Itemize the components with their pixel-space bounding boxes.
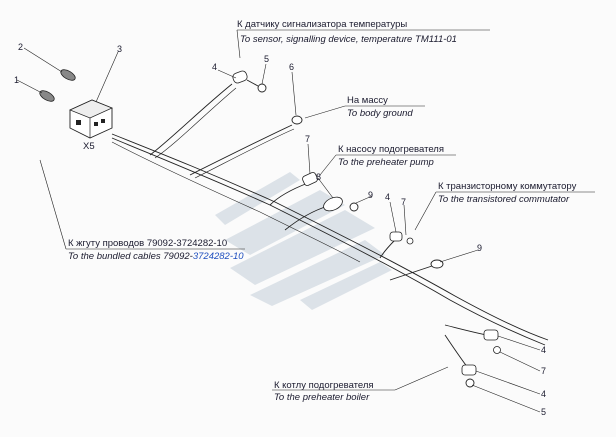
leader-lines — [16, 29, 595, 413]
branch-commutator — [379, 231, 444, 281]
callout-7a: 7 — [305, 134, 310, 144]
text-labels: К датчику сигнализатора температуры To s… — [68, 19, 577, 403]
label-commutator-ru: К транзисторному коммутатору — [438, 181, 577, 192]
branch-pump — [269, 172, 359, 231]
callout-3: 3 — [117, 44, 122, 54]
callout-numbers: 1 2 3 4 5 6 7 8 9 4 7 9 4 7 4 5 — [14, 42, 546, 417]
callout-7c: 7 — [541, 366, 546, 376]
label-connector-x5: Х5 — [83, 141, 95, 152]
callout-2: 2 — [18, 42, 23, 52]
callout-6: 6 — [289, 62, 294, 72]
branch-ground — [189, 115, 303, 179]
label-ground-ru: На массу — [347, 95, 388, 106]
watermark-logo — [215, 172, 392, 310]
callout-1: 1 — [14, 75, 19, 85]
callout-9a: 9 — [368, 190, 373, 200]
branch-boiler — [444, 324, 501, 388]
connector-x5 — [69, 99, 113, 139]
callout-5b: 5 — [541, 407, 546, 417]
callout-5a: 5 — [264, 54, 269, 64]
label-ground-en: To body ground — [347, 108, 413, 119]
callout-4a: 4 — [212, 62, 217, 72]
terminal-part-1 — [39, 90, 55, 102]
label-boiler-en: To the preheater boiler — [274, 392, 370, 403]
label-temp-sensor-en: To sensor, signalling device, temperatur… — [240, 34, 457, 45]
callout-4b: 4 — [385, 192, 390, 202]
callout-7b: 7 — [401, 197, 406, 207]
label-boiler-ru: К котлу подогревателя — [274, 380, 374, 391]
callout-8: 8 — [316, 172, 321, 182]
callout-4c: 4 — [541, 345, 546, 355]
label-bundle-en: To the bundled cables 79092-3724282-10 — [68, 251, 244, 262]
label-pump-en: To the preheater pump — [338, 157, 434, 168]
main-harness — [111, 133, 549, 346]
terminal-part-2 — [60, 69, 76, 81]
label-bundle-en-suffix: 3724282-10 — [193, 251, 244, 262]
callout-9b: 9 — [477, 243, 482, 253]
label-pump-ru: К насосу подогревателя — [338, 144, 444, 155]
label-bundle-en-prefix: To the bundled cables 79092- — [68, 251, 193, 262]
branch-temp-sensor — [149, 70, 267, 159]
label-bundle-ru: К жгуту проводов 79092-3724282-10 — [68, 238, 227, 249]
label-commutator-en: To the transistored commutator — [438, 194, 570, 205]
callout-4d: 4 — [541, 389, 546, 399]
label-temp-sensor-ru: К датчику сигнализатора температуры — [237, 19, 407, 30]
